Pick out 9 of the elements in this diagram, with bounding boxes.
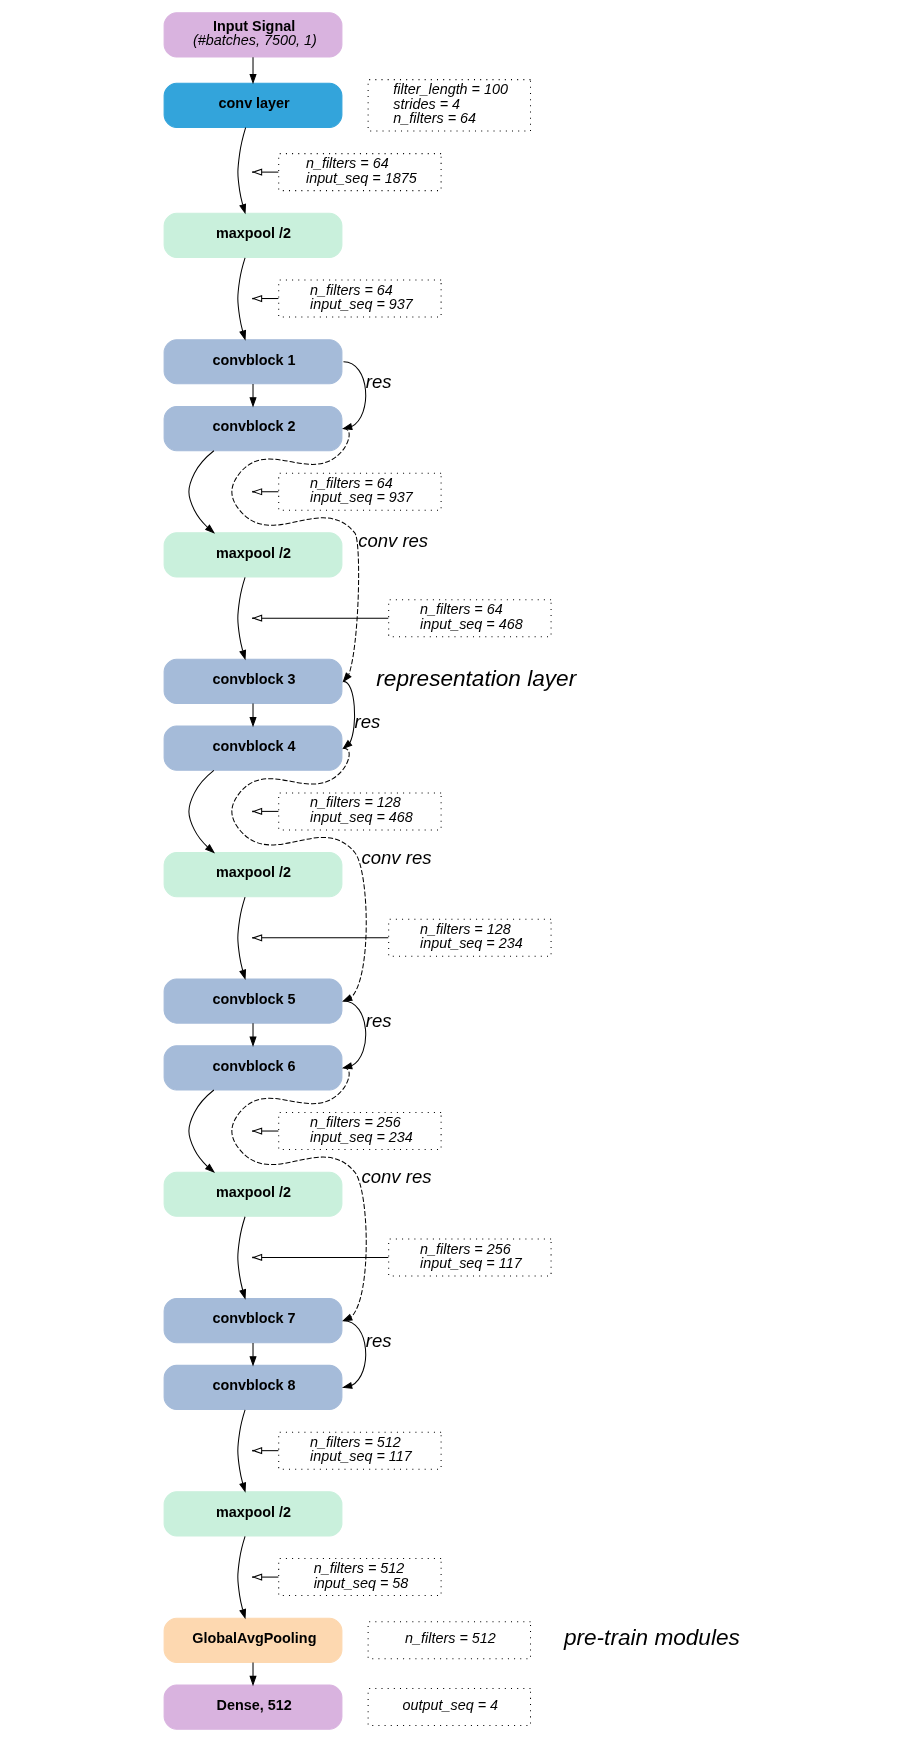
edge-label: res — [354, 711, 381, 733]
edge-label: conv res — [361, 846, 432, 868]
edge-label: res — [365, 1010, 392, 1032]
edge-label: conv res — [361, 1166, 432, 1188]
label: representation layer — [376, 666, 577, 692]
edge-label: res — [365, 1330, 392, 1352]
label: pre-train modules — [563, 1625, 740, 1651]
edge-label: conv res — [358, 530, 429, 552]
edge-label: res — [365, 371, 392, 393]
